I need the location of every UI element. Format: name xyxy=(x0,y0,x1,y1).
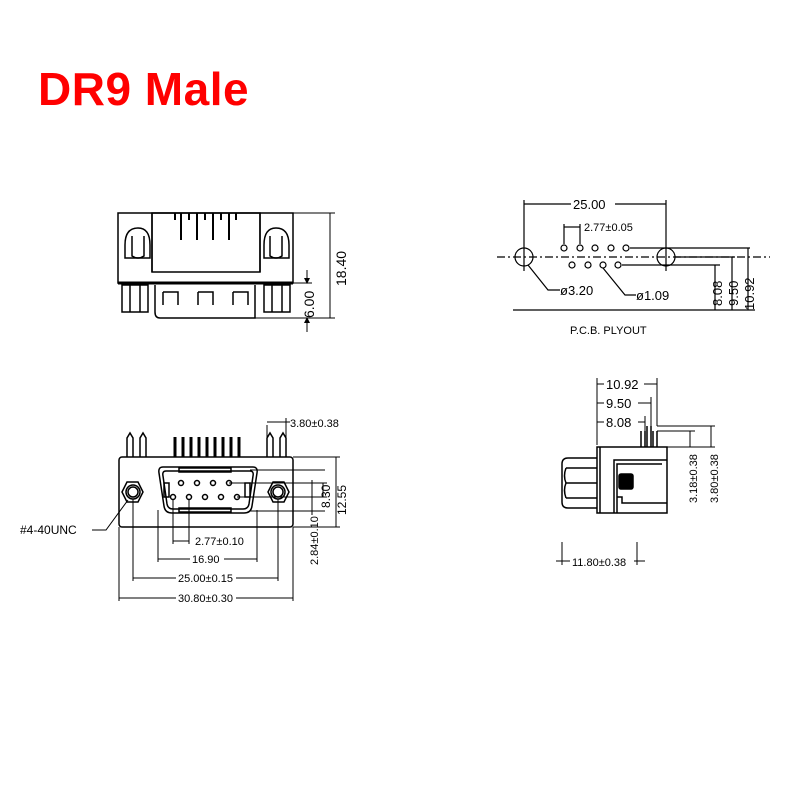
dim-hole-offset: 10.92 xyxy=(742,277,757,310)
dim-mount-hole-dia: ø3.20 xyxy=(560,283,593,298)
dim-mount-hole-spacing: 25.00 xyxy=(573,197,606,212)
dim-bracket-pin-width: 3.80±0.38 xyxy=(290,418,339,430)
dim-pin-pitch-front: 2.77±0.10 xyxy=(195,536,244,548)
dim-body-depth: 11.80±0.38 xyxy=(572,557,626,569)
label-bg xyxy=(604,396,638,410)
dim-face-height: 12.55 xyxy=(335,485,349,515)
label-bg xyxy=(571,197,615,211)
label-bg xyxy=(176,572,236,584)
dim-shell-depth: 6.00 xyxy=(301,291,317,318)
dim-row1-offset: 9.50 xyxy=(726,281,741,306)
dim-flange-width: 30.80±0.30 xyxy=(178,593,233,605)
dim-mount-hole-spacing-front: 25.00±0.15 xyxy=(178,573,233,585)
pcb-layout-label: P.C.B. PLYOUT xyxy=(570,325,647,337)
label-bg xyxy=(190,553,224,565)
top-view xyxy=(117,212,335,332)
dim-pin-len-2: 3.80±0.38 xyxy=(709,454,721,503)
thread-label: #4-40UNC xyxy=(20,523,77,537)
dim-pin-pitch: 2.77±0.05 xyxy=(584,222,633,234)
dim-side-offset-3: 8.08 xyxy=(606,415,631,430)
dim-pin-hole-dia: ø1.09 xyxy=(636,288,669,303)
dim-pin-len-1: 3.18±0.38 xyxy=(688,454,700,503)
label-bg xyxy=(570,555,634,568)
page-title: DR9 Male xyxy=(38,63,250,115)
pcb-layout xyxy=(497,200,770,311)
dim-side-offset-1: 10.92 xyxy=(606,377,639,392)
label-bg xyxy=(604,415,638,429)
label-bg xyxy=(604,377,644,391)
dim-side-offset-2: 9.50 xyxy=(606,396,631,411)
dim-row-spacing: 8.30 xyxy=(319,484,333,508)
dim-pin-row-offset: 2.84±0.10 xyxy=(309,516,321,565)
label-bg xyxy=(176,592,236,604)
front-view xyxy=(92,418,340,601)
dim-shell-width: 16.90 xyxy=(192,554,220,566)
dim-row2-offset: 8.08 xyxy=(710,281,725,306)
dim-height: 18.40 xyxy=(333,251,349,286)
